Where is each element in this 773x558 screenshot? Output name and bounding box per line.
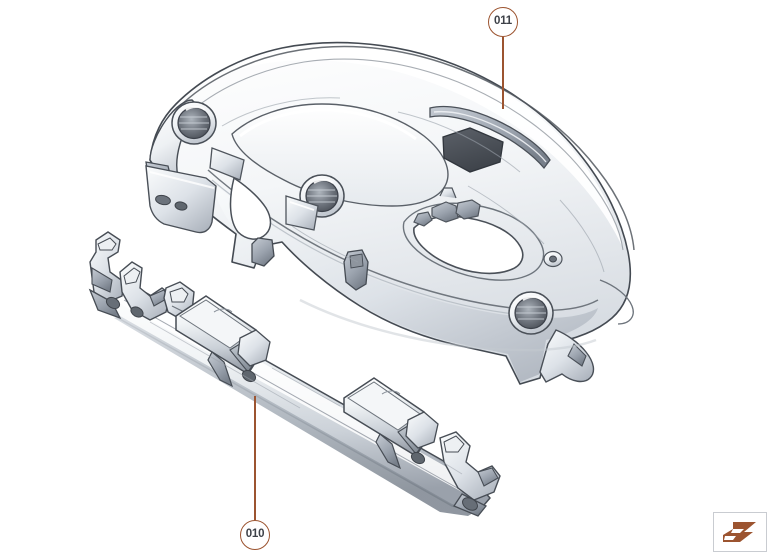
beam-right-tab-body xyxy=(405,411,439,449)
defroster-slot-bezel xyxy=(429,105,551,170)
callout-label-011: 011 xyxy=(494,15,512,28)
air-vent-left-louvres xyxy=(179,116,209,130)
defroster-grille-opening xyxy=(442,127,504,173)
air-vent-right xyxy=(508,291,554,335)
beam-left-bracket-tab xyxy=(97,237,117,251)
glovebox-internal-ribs xyxy=(413,199,481,227)
right-end-edge-line xyxy=(599,279,634,325)
glovebox-bracket-tab xyxy=(439,187,457,199)
left-side-panel xyxy=(145,165,217,234)
air-vent-left xyxy=(171,101,217,145)
beam-right-end-bracket xyxy=(439,431,501,517)
beam-right-saddle-rib xyxy=(375,433,402,470)
beam-right-tab xyxy=(405,411,439,465)
beam-tube-shade xyxy=(114,316,478,516)
air-vent-centre-highlight xyxy=(313,179,334,184)
glovebox-aperture xyxy=(402,187,563,281)
beam-right-end-tab-a xyxy=(443,435,465,453)
dashboard-right-end-trim xyxy=(539,279,634,383)
leader-line-011 xyxy=(502,37,504,109)
beam-right-saddle-marking xyxy=(381,390,401,395)
glovebox-side-boss-hole xyxy=(549,255,557,263)
beam-right-saddle xyxy=(343,377,431,470)
dashboard-centre-pad-highlight xyxy=(239,108,417,141)
defroster-grille xyxy=(429,105,551,173)
left-panel-highlight xyxy=(149,171,215,189)
console-recess-panel-upper xyxy=(209,147,245,181)
part-011-instrument-panel xyxy=(145,41,635,385)
dashboard-windshield-edge-inner xyxy=(185,58,624,251)
beam-left-end-bracket xyxy=(88,231,125,320)
part-010-cross-car-beam xyxy=(88,231,501,517)
beam-left-bracket-web xyxy=(91,267,113,293)
air-vent-centre-louvres xyxy=(307,189,337,203)
right-end-bracket xyxy=(539,329,595,383)
defroster-slot-highlight xyxy=(433,110,547,163)
console-recess-panel xyxy=(285,195,319,231)
dashboard-centre-pad xyxy=(231,103,449,207)
dashboard-windshield-edge xyxy=(177,45,635,251)
brandmark-badge[interactable] xyxy=(713,512,767,552)
left-panel-switch-blank-b xyxy=(174,201,188,211)
callout-marker-011[interactable]: 011 xyxy=(488,7,518,37)
air-vent-right-highlight xyxy=(522,296,543,301)
dashboard-left-pillar-trim xyxy=(145,99,217,234)
beam-bracket-two xyxy=(119,261,171,321)
console-recess-highlight xyxy=(289,201,315,211)
arrow-logo-icon xyxy=(723,522,756,542)
air-vent-centre xyxy=(299,174,345,218)
air-vent-left-highlight xyxy=(185,106,206,111)
steering-column-cutout xyxy=(229,176,272,240)
dashboard-left-lower-tab xyxy=(251,237,275,267)
beam-bracket-two-tab xyxy=(123,267,141,285)
callout-marker-010[interactable]: 010 xyxy=(240,520,270,550)
beam-right-end-tab-b xyxy=(477,467,499,487)
dashboard-shadow xyxy=(299,298,597,352)
dashboard-lower-face-shade xyxy=(212,182,598,382)
dashboard-contour-lines xyxy=(221,97,605,273)
beam-mid-tab xyxy=(237,329,271,383)
beam-bracket-three-tab xyxy=(169,287,189,303)
beam-left-end-face xyxy=(88,288,122,320)
beam-contour-lines xyxy=(149,321,463,475)
centre-console-recess xyxy=(209,147,319,231)
right-end-bracket-face xyxy=(567,343,587,367)
beam-centre-saddle-marking xyxy=(213,308,233,313)
callout-label-010: 010 xyxy=(245,528,265,541)
beam-right-tab-hole xyxy=(410,451,426,465)
leader-line-010 xyxy=(254,396,256,520)
beam-mid-tab-body xyxy=(237,329,271,367)
beam-right-end-hole xyxy=(462,497,478,511)
air-vent-right-louvres xyxy=(516,306,546,320)
beam-mid-tab-hole xyxy=(241,369,257,383)
beam-left-end-hole xyxy=(105,296,121,310)
left-panel-switch-blank-a xyxy=(155,194,171,206)
beam-bracket-two-hole xyxy=(130,306,144,318)
beam-centre-saddle-rib xyxy=(207,351,234,388)
dashboard-centre-lower-bracket xyxy=(343,249,369,291)
